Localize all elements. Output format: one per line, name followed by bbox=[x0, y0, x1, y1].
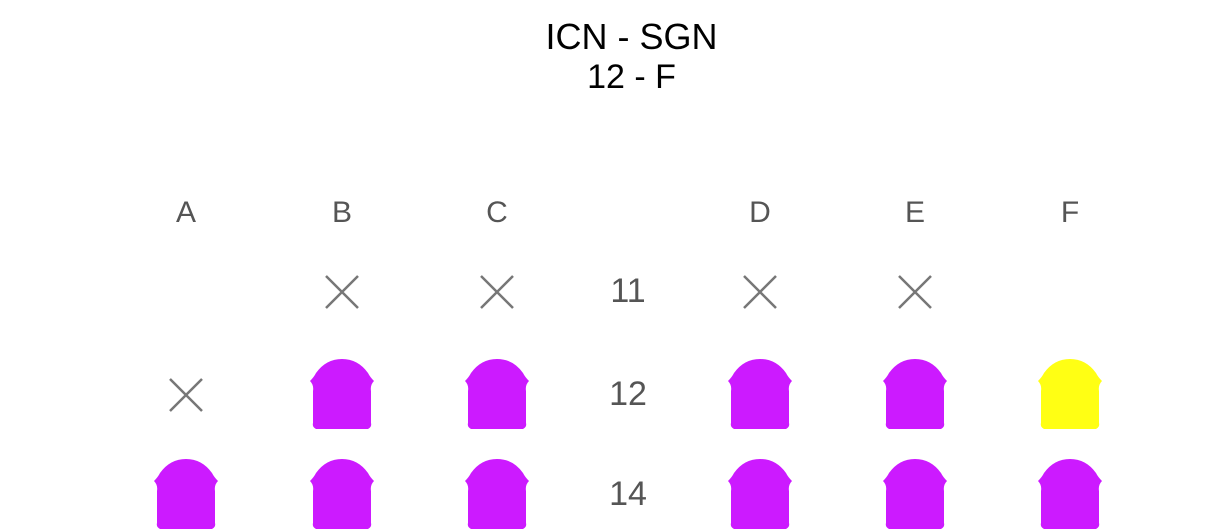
seat-14D[interactable] bbox=[724, 459, 796, 531]
column-label-A: A bbox=[175, 196, 196, 229]
column-label-B: B bbox=[331, 196, 352, 229]
seat-icon bbox=[1038, 459, 1102, 529]
seat-14F[interactable] bbox=[1034, 459, 1106, 531]
unavailable-seat-11E bbox=[879, 256, 951, 328]
x-icon bbox=[898, 275, 932, 309]
route-title: ICN - SGN bbox=[545, 16, 718, 57]
row-number: 11 bbox=[610, 272, 646, 310]
seat-icon bbox=[310, 459, 374, 529]
seat-icon bbox=[465, 459, 529, 529]
x-icon bbox=[325, 275, 359, 309]
seat-12E[interactable] bbox=[879, 359, 951, 431]
unavailable-seat-12A bbox=[150, 359, 222, 431]
seat-icon bbox=[154, 459, 218, 529]
unavailable-seat-11C bbox=[461, 256, 533, 328]
seat-icon bbox=[310, 359, 374, 429]
seat-12D[interactable] bbox=[724, 359, 796, 431]
seat-icon bbox=[883, 459, 947, 529]
seat-14E[interactable] bbox=[879, 459, 951, 531]
seat-12B[interactable] bbox=[306, 359, 378, 431]
column-label-F: F bbox=[1060, 196, 1080, 229]
seat-icon bbox=[728, 459, 792, 529]
seat-14C[interactable] bbox=[461, 459, 533, 531]
row-number: 14 bbox=[609, 475, 647, 513]
column-label-E: E bbox=[904, 196, 925, 229]
column-label-C: C bbox=[486, 196, 508, 229]
seat-icon bbox=[1038, 359, 1102, 429]
column-label-D: D bbox=[749, 196, 771, 229]
unavailable-seat-11B bbox=[306, 256, 378, 328]
seat-14A[interactable] bbox=[150, 459, 222, 531]
seat-icon bbox=[465, 359, 529, 429]
unavailable-seat-11D bbox=[724, 256, 796, 328]
selected-seat-12F[interactable] bbox=[1034, 359, 1106, 431]
seat-12C[interactable] bbox=[461, 359, 533, 431]
seat-icon bbox=[883, 359, 947, 429]
seat-icon bbox=[728, 359, 792, 429]
x-icon bbox=[480, 275, 514, 309]
x-icon bbox=[169, 378, 203, 412]
row-number: 12 bbox=[609, 375, 647, 413]
x-icon bbox=[743, 275, 777, 309]
seat-14B[interactable] bbox=[306, 459, 378, 531]
selected-seat-label: 12 - F bbox=[587, 58, 676, 96]
